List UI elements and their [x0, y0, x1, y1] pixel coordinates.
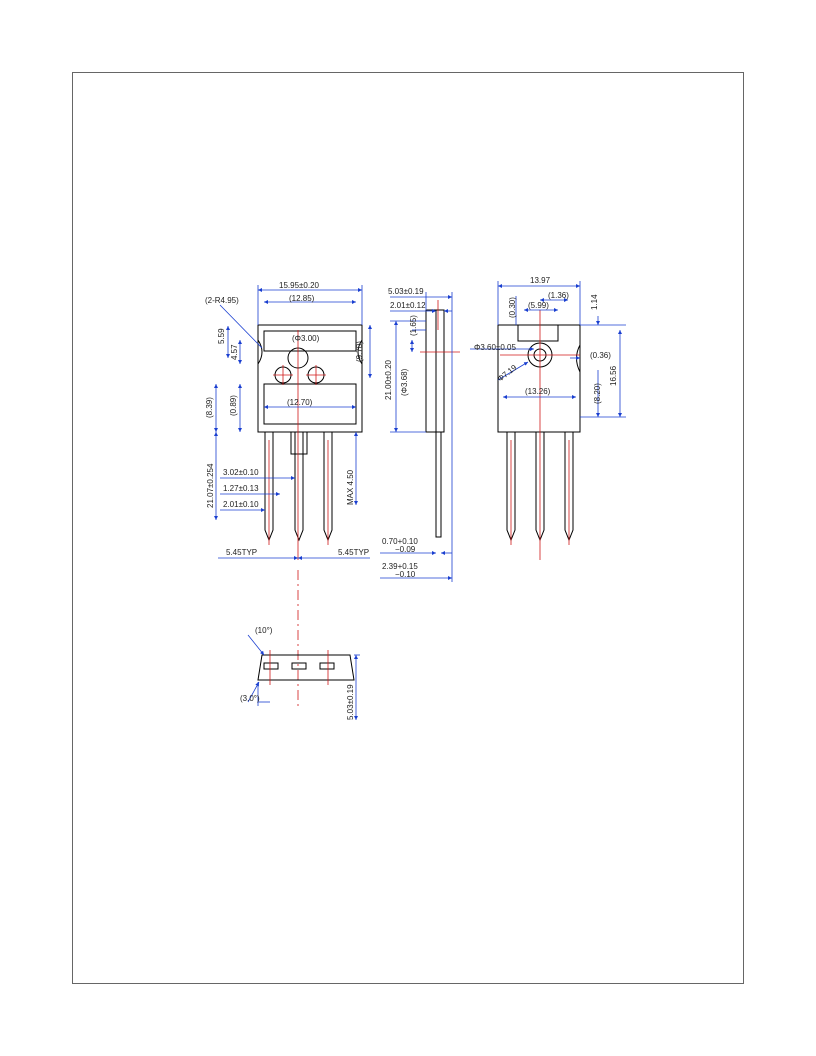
front-centerlines	[268, 330, 329, 710]
max-label: MAX 4.50	[346, 469, 355, 505]
bottom-outline	[257, 654, 355, 681]
bottom-view: (10°) (3.0°) 5.03±0.19	[240, 626, 360, 720]
bottom-centerlines	[269, 650, 329, 685]
side-centerlines	[420, 300, 460, 353]
back-view: 13.97 (0.30) (1.36) (5.99) 1.14 Φ3.60±0.…	[470, 276, 626, 560]
back-outline	[497, 324, 581, 433]
back-r719-label: Φ7.19	[496, 363, 519, 384]
angle-top-label: (10°)	[255, 626, 273, 635]
back-d114-label: 1.14	[590, 294, 599, 310]
tab-thickness-label: 2.01±0.12	[390, 301, 426, 310]
bottom-dimensions	[247, 634, 360, 720]
hole-position-label: (Φ3.68)	[400, 368, 409, 396]
hole-dia-label: (Φ3.00)	[292, 334, 320, 343]
back-hole-label: Φ3.60±0.05	[474, 343, 516, 352]
side-outline	[425, 309, 445, 538]
side-dimensions	[380, 292, 453, 582]
left-h1-label: 5.59	[217, 328, 226, 344]
back-d820-label: (8.20)	[593, 383, 602, 404]
side-view: 5.03±0.19 2.01±0.12 (1.65) 21.00±0.20 (Φ…	[380, 287, 460, 582]
lead-length-label: 21.07±0.254	[206, 463, 215, 508]
back-d136-label: (1.36)	[548, 291, 569, 300]
thickness-label: 5.03±0.19	[388, 287, 424, 296]
back-centerlines	[500, 310, 580, 560]
left-h2-label: 4.57	[230, 344, 239, 360]
right-h-label: (9.70)	[355, 341, 364, 362]
front-dimensions	[214, 285, 372, 560]
lead-thk-bot-label: −0.09	[395, 545, 416, 554]
front-leads	[264, 431, 333, 542]
angle-bottom-label: (3.0°)	[240, 694, 260, 703]
back-dimensions	[470, 281, 626, 418]
pitch-left-label: 5.45TYP	[226, 548, 257, 557]
lead-thk-top-label: 0.70+0.10	[382, 537, 418, 546]
window-width-label: (12.70)	[287, 398, 313, 407]
lead-width-1-label: 3.02±0.10	[223, 468, 259, 477]
front-view: 15.95±0.20 (12.85) (2-R4.95) (Φ3.00) 5.5…	[205, 281, 372, 710]
back-d1326-label: (13.26)	[525, 387, 551, 396]
lead-width-3-label: 2.01±0.10	[223, 500, 259, 509]
total-bot-label: −0.10	[395, 570, 416, 579]
back-d036-label: (0.36)	[590, 351, 611, 360]
body-height-label: 21.00±0.20	[384, 359, 393, 400]
back-d030-label: (0.30)	[508, 297, 517, 318]
slot-width-label: (12.85)	[289, 294, 315, 303]
body-width-label: 15.95±0.20	[279, 281, 320, 290]
total-top-label: 2.39+0.15	[382, 562, 418, 571]
back-d1656-label: 16.56	[609, 365, 618, 386]
page-frame	[72, 72, 744, 984]
back-d599-label: (5.99)	[528, 301, 549, 310]
back-width-label: 13.97	[530, 276, 551, 285]
corner-radius-label: (2-R4.95)	[205, 296, 239, 305]
lead-width-2-label: 1.27±0.13	[223, 484, 259, 493]
pitch-right-label: 5.45TYP	[338, 548, 369, 557]
left-h4-label: (0.89)	[229, 395, 238, 416]
left-h3-label: (8.39)	[205, 397, 214, 418]
small-a-label: (1.65)	[409, 315, 418, 336]
bottom-height-label: 5.03±0.19	[346, 684, 355, 720]
